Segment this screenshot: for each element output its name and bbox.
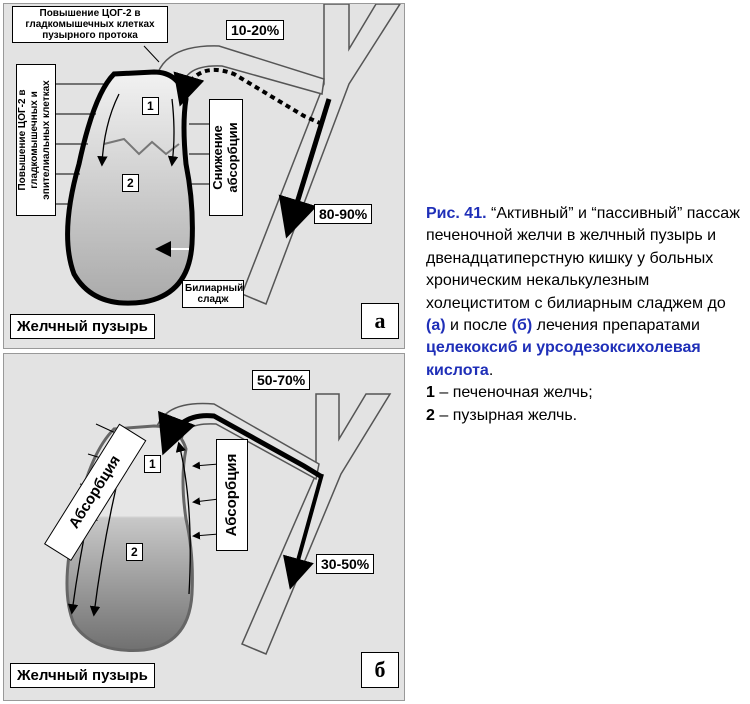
bile-duct <box>241 4 401 305</box>
bile-flow-arrow-b <box>158 410 324 480</box>
bile-flow-out-b <box>283 473 324 590</box>
zone-1-a: 1 <box>142 97 159 115</box>
legend-1: – печеночная желчь; <box>434 384 593 402</box>
drug-names: целекоксиб и урсодезоксихолевая кислота <box>426 339 701 379</box>
panel-b: 50-70% 30-50% Абсорбция Абсорбция 1 2 Же… <box>3 353 405 701</box>
bile-flow-arrow <box>278 98 332 239</box>
panel-letter-b: б <box>361 652 399 688</box>
cox2-cells-label: Повышение ЦОГ-2 в гладкомышечных и эпите… <box>16 64 56 216</box>
cox2-duct-label: Повышение ЦОГ-2 в гладкомышечных клетках… <box>12 6 168 43</box>
ref-b: (б) <box>511 317 533 335</box>
figure-number: Рис. 41. <box>426 205 487 222</box>
ref-a: (а) <box>426 317 446 335</box>
figure-caption: Рис. 41. “Активный” и “пассивный” пассаж… <box>426 205 740 424</box>
zone-2-b: 2 <box>126 543 143 561</box>
bile-flow-dotted <box>173 68 323 126</box>
bile-duct-b <box>241 393 392 655</box>
sludge-label: Билиарный сладж <box>182 280 244 308</box>
pct-out-a: 80-90% <box>314 204 373 224</box>
zone-1-b: 1 <box>144 455 161 473</box>
absorption-right-label: Абсорбция <box>216 439 248 551</box>
panel-letter-a: а <box>361 303 399 339</box>
zone-2-a: 2 <box>122 174 139 192</box>
organ-label-a: Желчный пузырь <box>10 314 155 339</box>
organ-label-b: Желчный пузырь <box>10 663 155 688</box>
absorption-decrease-label: Снижение абсорбции <box>209 99 243 216</box>
pct-in-b: 50-70% <box>252 370 311 390</box>
panel-a: Повышение ЦОГ-2 в гладкомышечных клетках… <box>3 3 405 349</box>
pct-in-a: 10-20% <box>226 20 285 40</box>
pct-out-b: 30-50% <box>316 554 375 574</box>
legend-2: – пузырная желчь. <box>434 406 578 424</box>
